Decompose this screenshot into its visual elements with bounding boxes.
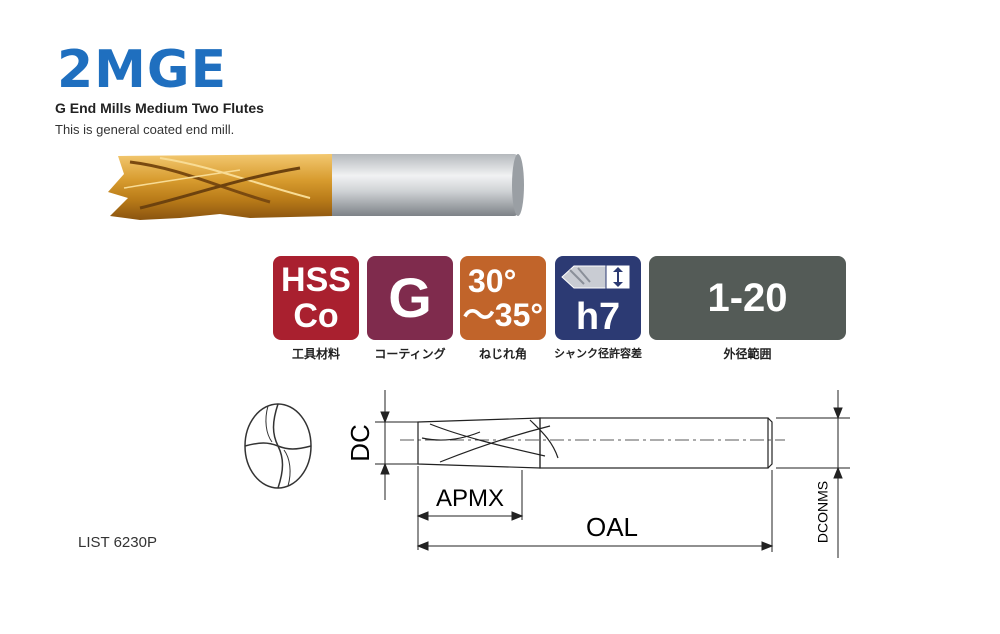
oal-label: OAL — [586, 512, 638, 542]
material-label: 工具材料 — [291, 347, 340, 361]
shank-badge: h7 — [555, 256, 641, 340]
helix-line1: 30° — [468, 263, 517, 299]
dc-label: DC — [345, 424, 375, 462]
apmx-label: APMX — [436, 485, 504, 512]
helix-label: ねじれ角 — [478, 347, 527, 361]
product-code: 2MGE — [57, 40, 228, 100]
shank-value: h7 — [575, 296, 621, 338]
drawing-shank — [539, 417, 769, 469]
shank-tolerance-icon — [561, 264, 631, 290]
end-view-diagram — [244, 403, 312, 489]
range-label: 外径範囲 — [723, 347, 772, 361]
coating-value: G — [388, 266, 432, 329]
product-title: G End Mills Medium Two Flutes — [55, 100, 264, 116]
shank-body — [325, 154, 518, 216]
range-value: 1-20 — [707, 276, 788, 320]
helix-badge: 30° ～35° — [460, 256, 546, 340]
helix-line2: ～35° — [462, 297, 544, 333]
coating-badge: G — [367, 256, 453, 340]
drawing-flutes — [417, 417, 541, 469]
product-description: This is general coated end mill. — [55, 122, 235, 137]
list-code: LIST 6230P — [78, 534, 157, 551]
range-badge: 1-20 — [649, 256, 846, 340]
material-line2: Co — [293, 297, 339, 335]
dconms-label: DCONMS — [815, 481, 831, 543]
shank-end — [512, 154, 524, 216]
coating-label: コーティング — [374, 347, 446, 361]
end-mill-photo — [108, 154, 524, 220]
material-line1: HSS — [281, 261, 351, 299]
dimension-drawing: DC APMX OAL DCONMS — [345, 390, 850, 558]
shank-label: シャンク径許容差 — [554, 347, 642, 360]
material-badge: HSS Co — [273, 256, 359, 340]
